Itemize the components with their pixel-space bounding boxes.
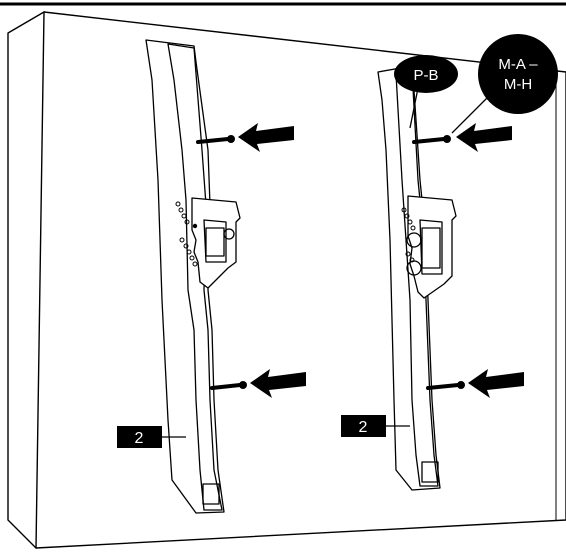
- wall-panel: [7, 11, 566, 549]
- screw-bottom-right: [426, 383, 460, 390]
- right-bracket: [377, 65, 457, 491]
- part-label-right-text: 2: [359, 419, 368, 436]
- arrow-top-left: [238, 123, 294, 152]
- arrow-bottom-left: [250, 369, 306, 398]
- left-bracket-dot: [192, 223, 198, 229]
- arrow-top-right: [456, 123, 512, 152]
- screw-bottom-left: [210, 383, 242, 390]
- callout-pb-text: P-B: [413, 67, 438, 84]
- callout-pb: P-B: [394, 55, 458, 129]
- right-bracket-holes: [401, 207, 416, 263]
- part-label-left: 2: [117, 426, 186, 448]
- left-bracket: [145, 39, 241, 514]
- part-label-left-text: 2: [135, 430, 144, 447]
- arrow-bottom-right: [468, 369, 524, 398]
- screws: [196, 135, 465, 390]
- callout-ma-mh: M-A – M-H: [451, 34, 558, 134]
- screw-top-left: [196, 137, 230, 144]
- arrows: [238, 123, 524, 398]
- screw-top-right: [412, 137, 446, 144]
- left-bracket-holes: [175, 201, 198, 267]
- callout-m-line2: M-H: [504, 76, 532, 93]
- callout-m-line1: M-A –: [498, 56, 538, 73]
- part-label-right: 2: [341, 415, 410, 437]
